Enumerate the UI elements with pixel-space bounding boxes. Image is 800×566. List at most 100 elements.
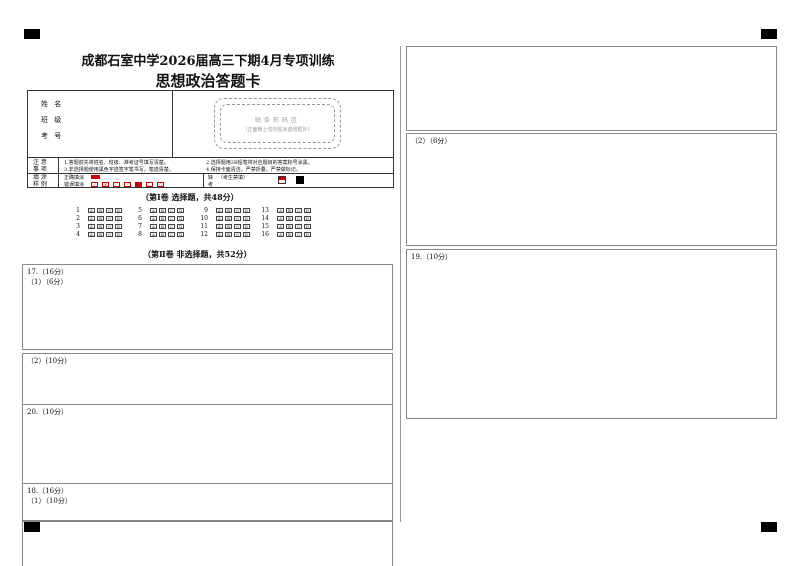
exam-number-field[interactable]: 考 号 — [41, 132, 64, 140]
fill-sample-section: 填 涂 样 例 正确填涂 错误填涂 ✓ ✕ ／ · — ○ 缺 考 （考生禁填） — [28, 174, 393, 188]
option-bubble[interactable]: C — [106, 216, 113, 221]
wrong-fill-label: 错误填涂 — [64, 182, 85, 188]
question-number: 10 — [200, 215, 208, 222]
option-bubble[interactable]: C — [295, 208, 302, 213]
option-bubble[interactable]: A — [150, 208, 157, 213]
option-bubble[interactable]: B — [159, 232, 166, 237]
option-bubble[interactable]: D — [115, 232, 122, 237]
option-bubble[interactable]: B — [225, 216, 232, 221]
option-bubble[interactable]: B — [97, 208, 104, 213]
question-number: 16 — [261, 231, 269, 238]
option-bubble[interactable]: C — [234, 224, 241, 229]
option-bubble[interactable]: C — [295, 232, 302, 237]
option-bubble[interactable]: A — [88, 224, 95, 229]
option-bubble[interactable]: A — [277, 216, 284, 221]
option-bubble[interactable]: B — [225, 232, 232, 237]
answer-box-18-continued[interactable] — [22, 521, 393, 566]
option-bubble[interactable]: B — [97, 216, 104, 221]
option-bubble[interactable]: D — [304, 208, 311, 213]
question-number: 15 — [261, 223, 269, 230]
absent-label-1: 缺 — [208, 175, 214, 181]
option-bubble[interactable]: D — [243, 216, 250, 221]
option-bubble[interactable]: D — [304, 232, 311, 237]
option-bubble[interactable]: B — [225, 224, 232, 229]
option-bubble[interactable]: D — [115, 224, 122, 229]
option-bubble[interactable]: C — [168, 216, 175, 221]
option-bubble[interactable]: A — [216, 216, 223, 221]
absent-checkbox[interactable] — [296, 176, 304, 184]
absent-sample-mark — [278, 176, 286, 184]
answer-box-17-part1[interactable]: 17.（16分） （1）（6分） — [22, 264, 393, 350]
option-bubble[interactable]: C — [106, 224, 113, 229]
option-bubble[interactable]: C — [168, 232, 175, 237]
question-number: 7 — [138, 223, 142, 230]
registration-mark-bottom-left — [24, 522, 40, 532]
answer-box-18-part2[interactable]: （2）（6分） — [406, 133, 777, 246]
option-bubble[interactable]: A — [277, 224, 284, 229]
q18-part1-label: （1）（10分） — [27, 497, 72, 505]
option-bubble[interactable]: A — [150, 224, 157, 229]
option-bubble[interactable]: D — [243, 208, 250, 213]
option-bubble[interactable]: B — [286, 232, 293, 237]
option-bubble[interactable]: D — [243, 232, 250, 237]
student-info-fields: 姓 名 班 级 考 号 — [28, 91, 173, 157]
option-bubble[interactable]: D — [177, 224, 184, 229]
option-bubble[interactable]: B — [159, 208, 166, 213]
option-bubble[interactable]: C — [295, 224, 302, 229]
option-bubble[interactable]: C — [168, 224, 175, 229]
option-bubble[interactable]: A — [216, 232, 223, 237]
option-bubble[interactable]: A — [88, 216, 95, 221]
option-bubble[interactable]: B — [286, 216, 293, 221]
option-bubble[interactable]: C — [168, 208, 175, 213]
option-bubble[interactable]: D — [115, 208, 122, 213]
q17-part2-label: （2）(10分) — [27, 357, 67, 365]
option-bubble[interactable]: D — [177, 208, 184, 213]
option-bubble[interactable]: B — [97, 232, 104, 237]
option-bubble[interactable]: C — [106, 208, 113, 213]
question-number: 5 — [138, 207, 142, 214]
option-bubble[interactable]: B — [159, 224, 166, 229]
option-bubble[interactable]: A — [216, 224, 223, 229]
registration-mark-bottom-right — [761, 522, 777, 532]
option-bubble[interactable]: C — [234, 216, 241, 221]
option-bubble[interactable]: A — [150, 232, 157, 237]
option-bubble[interactable]: B — [159, 216, 166, 221]
option-bubble[interactable]: A — [216, 208, 223, 213]
absent-note: （考生禁填） — [218, 175, 249, 181]
option-bubble[interactable]: A — [88, 208, 95, 213]
option-bubble[interactable]: D — [177, 232, 184, 237]
option-bubble[interactable]: D — [304, 216, 311, 221]
option-bubble[interactable]: C — [234, 208, 241, 213]
name-field[interactable]: 姓 名 — [41, 100, 64, 108]
answer-card-title: 思想政治答题卡 — [155, 72, 261, 90]
option-bubble[interactable]: B — [225, 208, 232, 213]
answer-box-19[interactable]: 19.（10分） — [406, 249, 777, 419]
option-bubble[interactable]: A — [277, 208, 284, 213]
sample-label: 填 涂 样 例 — [33, 174, 47, 188]
option-bubble[interactable]: D — [177, 216, 184, 221]
question-number: 11 — [200, 223, 208, 230]
option-bubble[interactable]: B — [97, 224, 104, 229]
option-bubble[interactable]: C — [234, 232, 241, 237]
question-number: 2 — [76, 215, 80, 222]
answer-box-right-top[interactable] — [406, 46, 777, 131]
option-bubble[interactable]: B — [286, 208, 293, 213]
option-bubble[interactable]: A — [277, 232, 284, 237]
option-bubble[interactable]: C — [295, 216, 302, 221]
answer-box-18-part1[interactable]: 18.（16分） （1）（10分） — [22, 483, 393, 521]
option-bubble[interactable]: D — [115, 216, 122, 221]
option-bubble[interactable]: A — [150, 216, 157, 221]
option-bubble[interactable]: A — [88, 232, 95, 237]
option-bubble[interactable]: D — [304, 224, 311, 229]
class-field[interactable]: 班 级 — [41, 116, 64, 124]
notes-section: 注 意 事 项 1.答题前先将姓名、班级、准考证号填写清楚。 2.选择题用2B铅… — [28, 157, 393, 174]
option-bubble[interactable]: D — [243, 224, 250, 229]
answer-box-20[interactable]: 20.（10分） — [22, 404, 393, 484]
answer-box-17-part2[interactable]: （2）(10分) — [22, 353, 393, 405]
question-number: 9 — [204, 207, 208, 214]
section-2-title: （第Ⅱ卷 非选择题，共52分） — [143, 249, 252, 259]
correct-fill-label: 正确填涂 — [64, 175, 85, 181]
option-bubble[interactable]: B — [286, 224, 293, 229]
notes-label: 注 意 事 项 — [33, 159, 47, 173]
option-bubble[interactable]: C — [106, 232, 113, 237]
